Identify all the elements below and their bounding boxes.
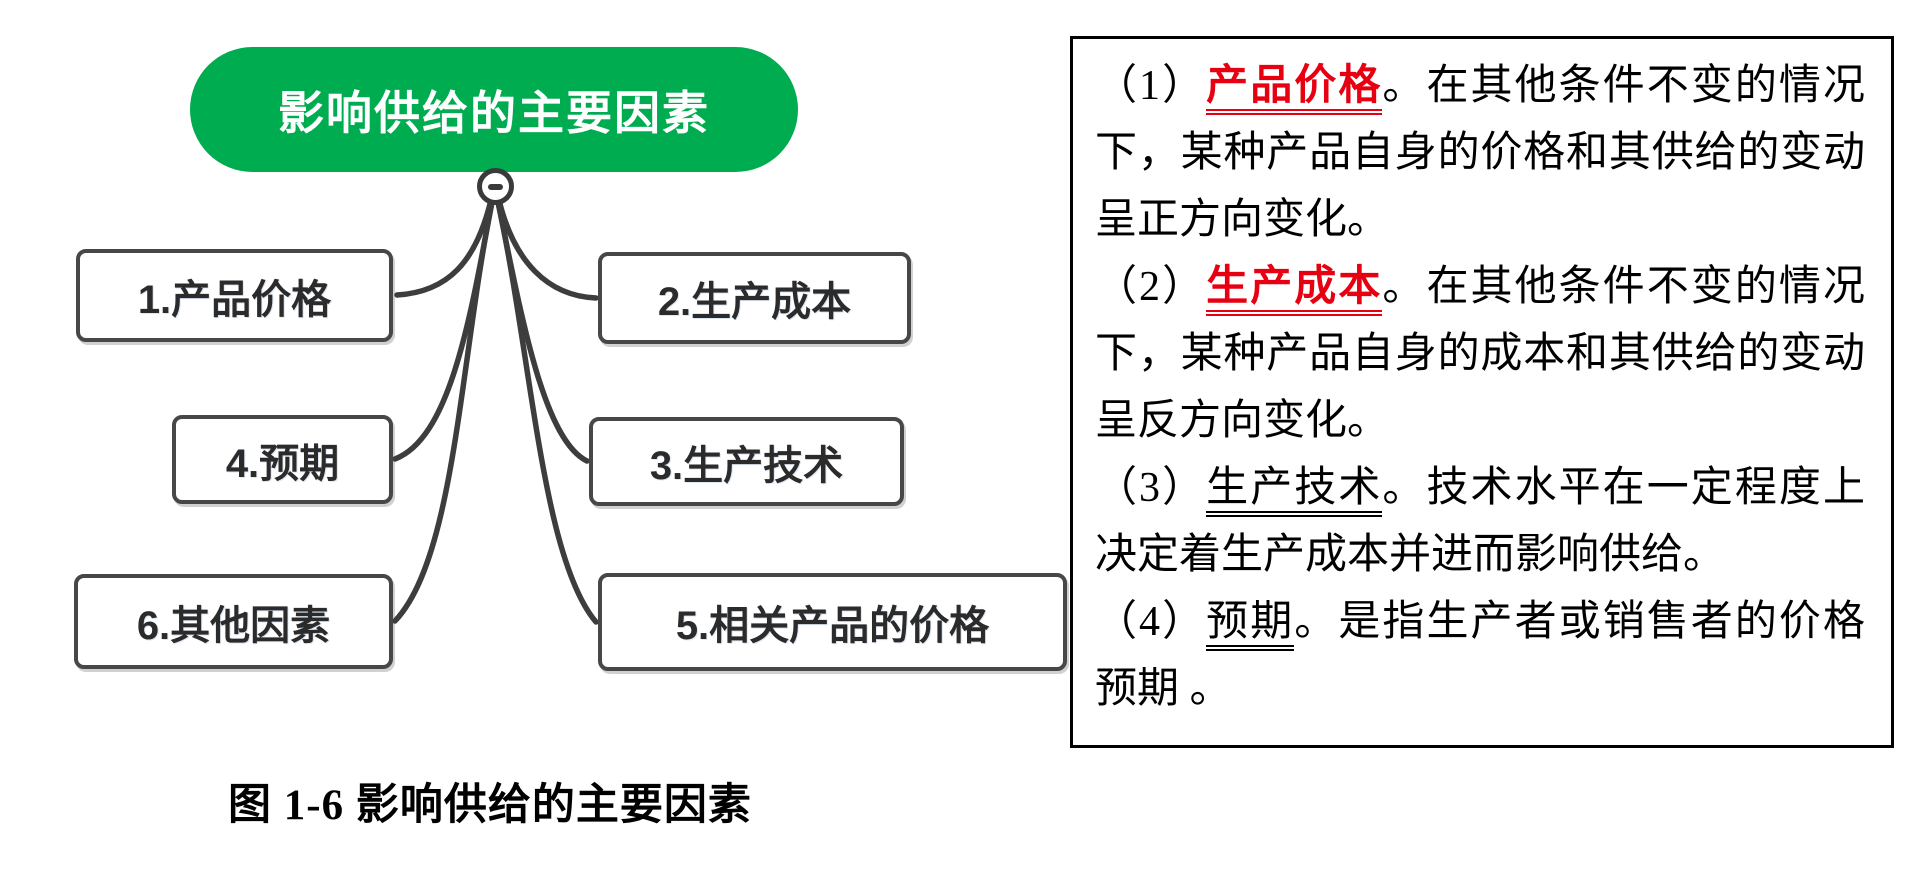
notes-panel: （1）产品价格。在其他条件不变的情况下，某种产品自身的价格和其供给的变动呈正方向… [1070, 36, 1894, 748]
note-item-1: （1）产品价格。在其他条件不变的情况下，某种产品自身的价格和其供给的变动呈正方向… [1095, 53, 1865, 254]
node-expectation[interactable]: 4.预期 [172, 415, 393, 504]
note-text: 。是指生产者或销售者的价格预期 。 [1095, 599, 1865, 712]
node-label: 5.相关产品的价格 [675, 604, 990, 648]
note-number: （1） [1095, 63, 1207, 109]
note-keyword: 生产技术 [1206, 465, 1383, 517]
note-item-4: （4）预期。是指生产者或销售者的价格预期 。 [1095, 589, 1865, 723]
note-keyword: 生产成本 [1206, 264, 1383, 316]
connector-curve-node2 [496, 197, 599, 301]
mindmap-root-node[interactable]: 影响供给的主要因素 [190, 47, 798, 172]
note-keyword: 产品价格 [1206, 63, 1383, 115]
note-number: （4） [1095, 599, 1207, 645]
node-other-factors[interactable]: 6.其他因素 [74, 574, 393, 669]
note-text: 。在其他条件不变的情况下，某种产品自身的成本和其供给的变动呈反方向变化。 [1095, 264, 1865, 444]
node-label: 6.其他因素 [136, 603, 331, 648]
note-keyword: 预期 [1206, 599, 1295, 651]
node-related-product-price[interactable]: 5.相关产品的价格 [598, 573, 1067, 671]
note-text: 。技术水平在一定程度上决定着生产成本并进而影响供给。 [1095, 465, 1865, 578]
connector-curve-node6 [392, 199, 495, 624]
node-label: 2.生产成本 [657, 280, 852, 324]
node-label: 4.预期 [225, 441, 340, 486]
minus-icon [488, 183, 503, 190]
node-label: 1.产品价格 [137, 277, 332, 322]
node-product-price[interactable]: 1.产品价格 [76, 249, 393, 342]
note-number: （3） [1095, 465, 1207, 511]
note-number: （2） [1095, 264, 1207, 310]
connector-curve-node1 [394, 197, 494, 298]
mindmap-root-label: 影响供给的主要因素 [278, 86, 710, 139]
node-production-cost[interactable]: 2.生产成本 [598, 252, 911, 344]
node-production-technology[interactable]: 3.生产技术 [589, 417, 904, 506]
note-item-2: （2）生产成本。在其他条件不变的情况下，某种产品自身的成本和其供给的变动呈反方向… [1095, 254, 1865, 455]
connector-curve-node5 [495, 199, 599, 625]
node-label: 3.生产技术 [649, 443, 844, 488]
note-item-3: （3）生产技术。技术水平在一定程度上决定着生产成本并进而影响供给。 [1095, 455, 1865, 589]
collapse-button[interactable] [477, 168, 514, 205]
figure-caption: 图 1-6 影响供给的主要因素 [228, 782, 752, 829]
note-text: 。在其他条件不变的情况下，某种产品自身的价格和其供给的变动呈正方向变化。 [1095, 63, 1865, 243]
